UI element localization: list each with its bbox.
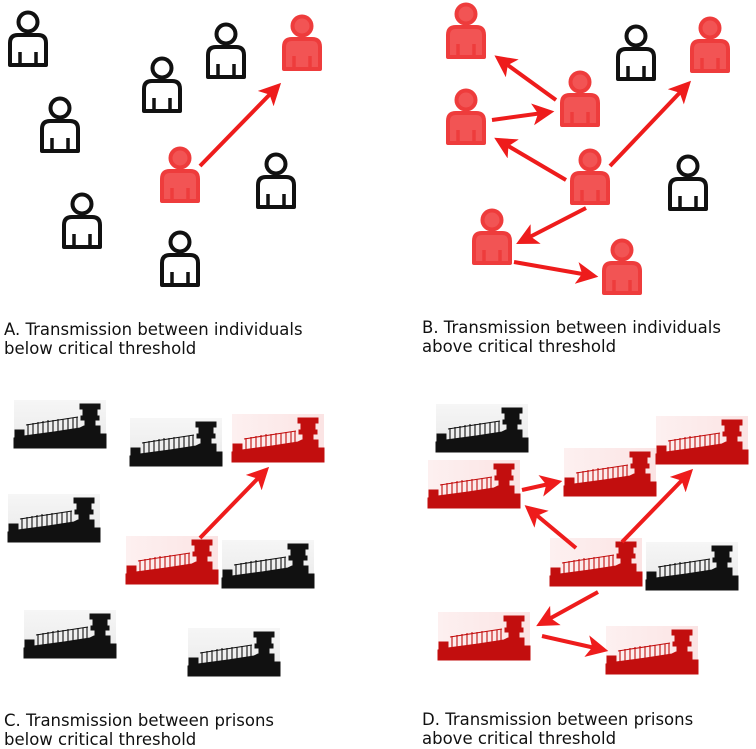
panel-c-caption: C. Transmission between prisons below cr… bbox=[4, 711, 274, 749]
panel-c-network bbox=[8, 400, 324, 676]
person-icon bbox=[668, 154, 708, 211]
person-icon bbox=[206, 22, 246, 79]
transmission-arrow bbox=[198, 82, 282, 168]
panel-b-caption-line2: above critical threshold bbox=[422, 337, 617, 356]
transmission-arrow bbox=[521, 475, 563, 497]
prison-icon bbox=[14, 400, 106, 448]
infected-person-icon bbox=[282, 14, 322, 71]
panel-b-network bbox=[446, 2, 730, 295]
person-icon bbox=[142, 56, 182, 113]
person-icon bbox=[160, 230, 200, 287]
infected-prison-icon bbox=[232, 414, 324, 462]
prison-icon bbox=[646, 542, 738, 590]
infected-person-icon bbox=[602, 238, 642, 295]
prison-icon bbox=[188, 628, 280, 676]
infected-prison-icon bbox=[656, 416, 748, 464]
prison-icon bbox=[24, 610, 116, 658]
prison-icon bbox=[8, 494, 100, 542]
transmission-arrow bbox=[536, 590, 599, 627]
prison-icon bbox=[436, 404, 528, 452]
panel-b-caption: B. Transmission between individuals abov… bbox=[422, 318, 721, 356]
panel-c-caption-line1: C. Transmission between prisons bbox=[4, 711, 275, 730]
panel-a-caption-line1: A. Transmission between individuals bbox=[4, 320, 303, 339]
person-icon bbox=[616, 24, 656, 81]
transmission-arrow bbox=[620, 468, 694, 544]
infected-person-icon bbox=[472, 208, 512, 265]
person-icon bbox=[256, 152, 296, 209]
transmission-arrow bbox=[491, 103, 555, 126]
panel-a-caption: A. Transmission between individuals belo… bbox=[4, 320, 303, 358]
panel-c-caption-line2: below critical threshold bbox=[4, 730, 197, 749]
panel-b-caption-line1: B. Transmission between individuals bbox=[422, 318, 721, 337]
transmission-arrow bbox=[513, 260, 599, 284]
panel-d-network bbox=[428, 404, 748, 674]
infected-prison-icon bbox=[606, 626, 698, 674]
person-icon bbox=[8, 10, 48, 67]
panel-a-network bbox=[8, 10, 322, 287]
transmission-arrow bbox=[494, 137, 568, 182]
transmission-arrow bbox=[524, 505, 578, 550]
infected-person-icon bbox=[560, 70, 600, 127]
infected-prison-icon bbox=[126, 536, 218, 584]
prison-icon bbox=[222, 540, 314, 588]
transmission-arrow bbox=[494, 55, 558, 102]
infected-person-icon bbox=[690, 16, 730, 73]
infected-person-icon bbox=[446, 2, 486, 59]
infected-person-icon bbox=[570, 148, 610, 205]
person-icon bbox=[40, 96, 80, 153]
infected-prison-icon bbox=[564, 448, 656, 496]
panel-a-caption-line2: below critical threshold bbox=[4, 339, 197, 358]
person-icon bbox=[62, 192, 102, 249]
infected-prison-icon bbox=[550, 538, 642, 586]
panel-d-caption-line1: D. Transmission between prisons bbox=[422, 710, 694, 729]
infected-person-icon bbox=[446, 88, 486, 145]
infected-prison-icon bbox=[438, 612, 530, 660]
infected-prison-icon bbox=[428, 460, 520, 508]
transmission-arrow bbox=[198, 466, 270, 540]
transmission-arrow bbox=[608, 80, 692, 168]
transmission-arrow bbox=[516, 206, 587, 245]
transmission-arrow bbox=[541, 634, 609, 657]
infected-person-icon bbox=[160, 146, 200, 203]
prison-icon bbox=[130, 418, 222, 466]
panel-d-caption-line2: above critical threshold bbox=[422, 729, 617, 748]
panel-d-caption: D. Transmission between prisons above cr… bbox=[422, 710, 693, 748]
